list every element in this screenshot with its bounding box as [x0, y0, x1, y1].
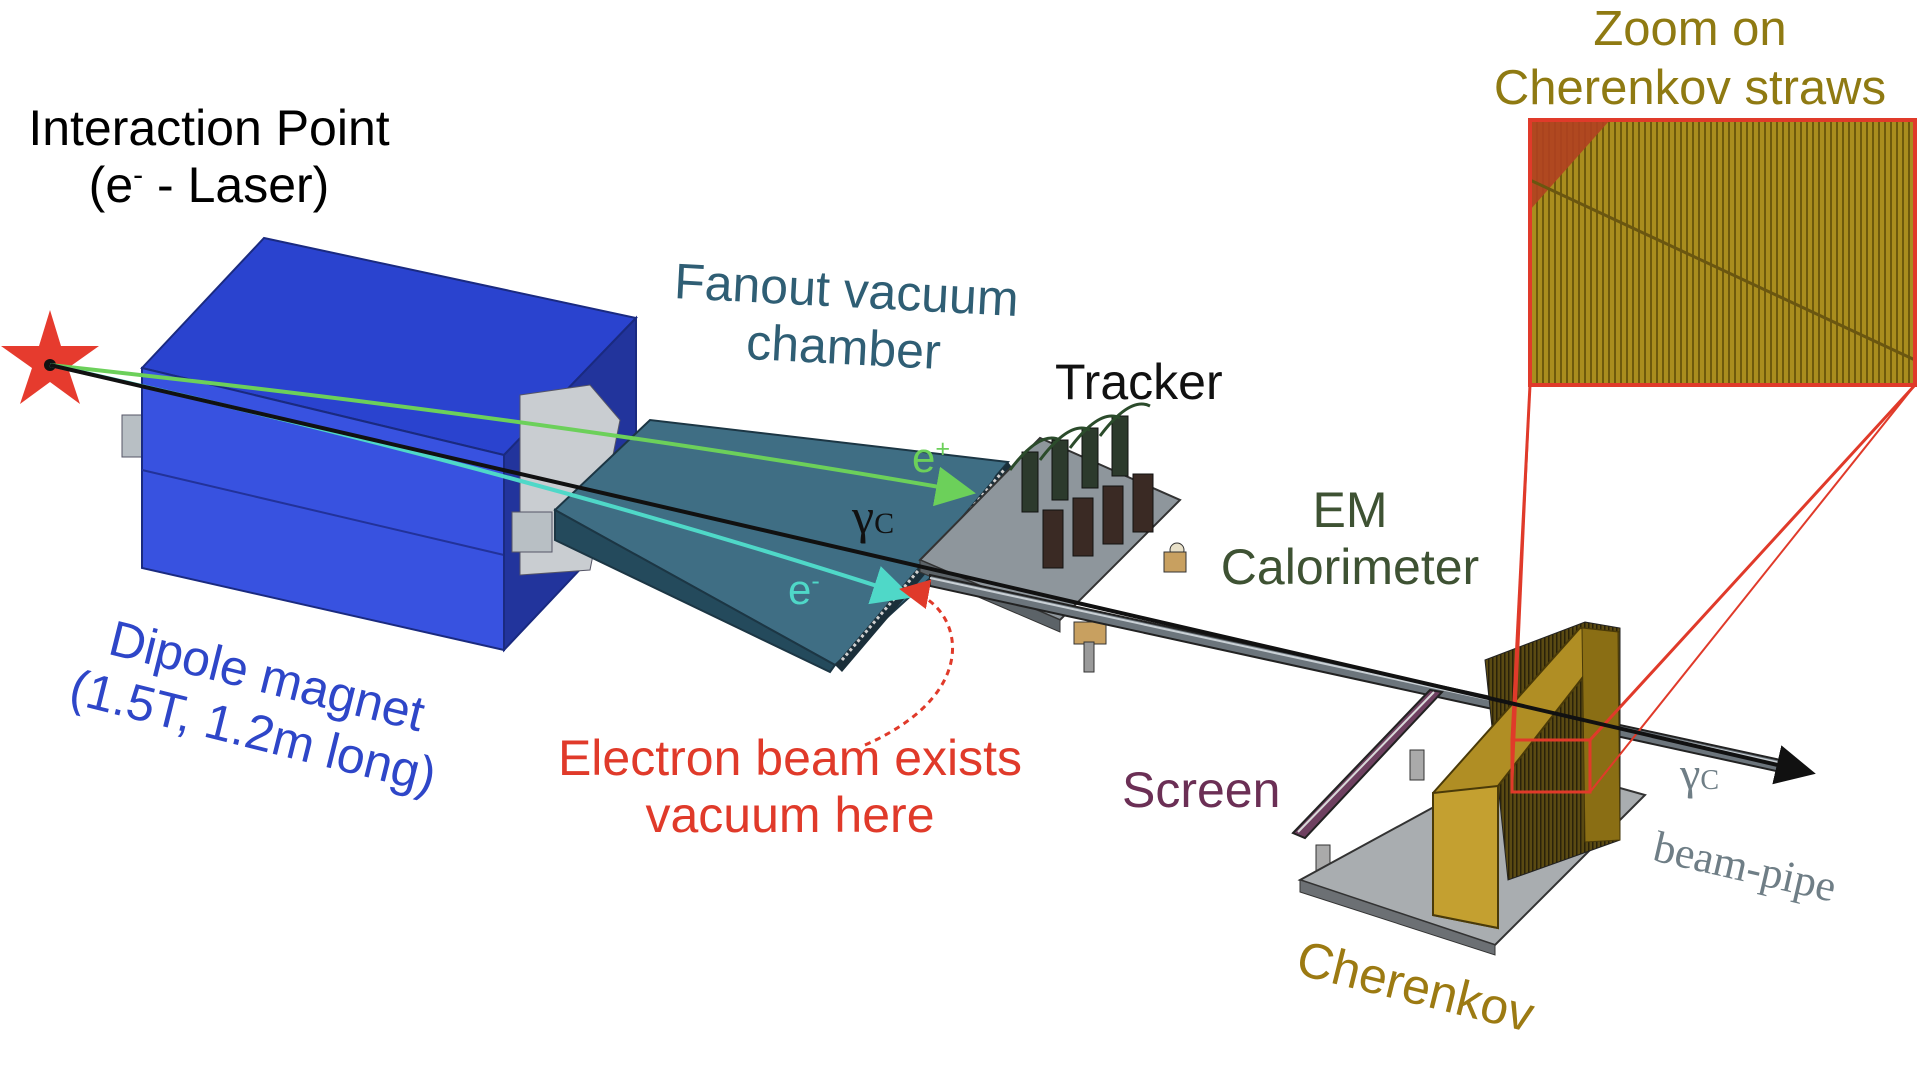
tracker-label: Tracker: [1055, 354, 1223, 410]
particle-tracks: [49, 363, 1816, 785]
electron-sup: -: [811, 567, 820, 595]
gamma-subscript: C: [1700, 765, 1720, 796]
em-line1: EM: [1312, 482, 1388, 538]
chamber-bottom-face: [554, 508, 837, 674]
interaction-point-line2: (e- - Laser): [4, 157, 414, 214]
electron-beam-line2: vacuum here: [645, 786, 935, 843]
zoom-frame: [1528, 118, 1917, 387]
zoom-label: Zoom on Cherenkov straws: [1460, 0, 1920, 118]
screen-plate: [1291, 688, 1445, 840]
positron-base: e: [912, 434, 936, 481]
zoom-line1: Zoom on: [1593, 2, 1787, 56]
positron-track: [49, 363, 976, 507]
electron-label: e-: [788, 566, 820, 613]
positron-label: e+: [912, 434, 950, 481]
gamma-c-label-pipe: γC: [1680, 748, 1719, 800]
photon-track: [49, 363, 1816, 785]
electron-beam-line1: Electron beam exists: [557, 730, 1023, 786]
ip-line2-sup: -: [133, 157, 144, 191]
zoom-inset: [1510, 118, 1917, 793]
screen-label: Screen: [1122, 762, 1281, 818]
gamma-symbol: γ: [852, 488, 875, 544]
zoom-straw-image: [1530, 120, 1915, 385]
interaction-point-label: Interaction Point (e- - Laser): [4, 100, 414, 213]
gamma-subscript: C: [874, 507, 895, 540]
zoom-line2: Cherenkov straws: [1493, 60, 1887, 115]
gamma-c-label-chamber: γC: [852, 488, 894, 545]
em-calorimeter-label: EM Calorimeter: [1165, 482, 1535, 595]
fanout-chamber-label: Fanout vacuum chamber: [632, 251, 1057, 386]
laser-star-icon: [1, 310, 99, 404]
positron-sup: +: [935, 435, 951, 463]
em-line2: Calorimeter: [1220, 538, 1480, 595]
magnet-flange-left: [121, 414, 145, 458]
tracker-assembly: [918, 402, 1187, 673]
screen-assembly: [1291, 688, 1445, 876]
electron-base: e: [788, 566, 812, 613]
cherenkov-detector: [1297, 621, 1647, 956]
electron-beam-label: Electron beam exists vacuum here: [520, 730, 1060, 843]
tracker-planes: [1021, 415, 1154, 569]
gamma-symbol: γ: [1680, 748, 1701, 799]
ip-line2-start: (e: [88, 156, 134, 213]
interaction-point-line1: Interaction Point: [28, 100, 390, 156]
electron-beam-exit-arrow: [864, 579, 954, 747]
interaction-point: [1, 310, 99, 404]
ip-line2-end: - Laser): [143, 156, 330, 213]
